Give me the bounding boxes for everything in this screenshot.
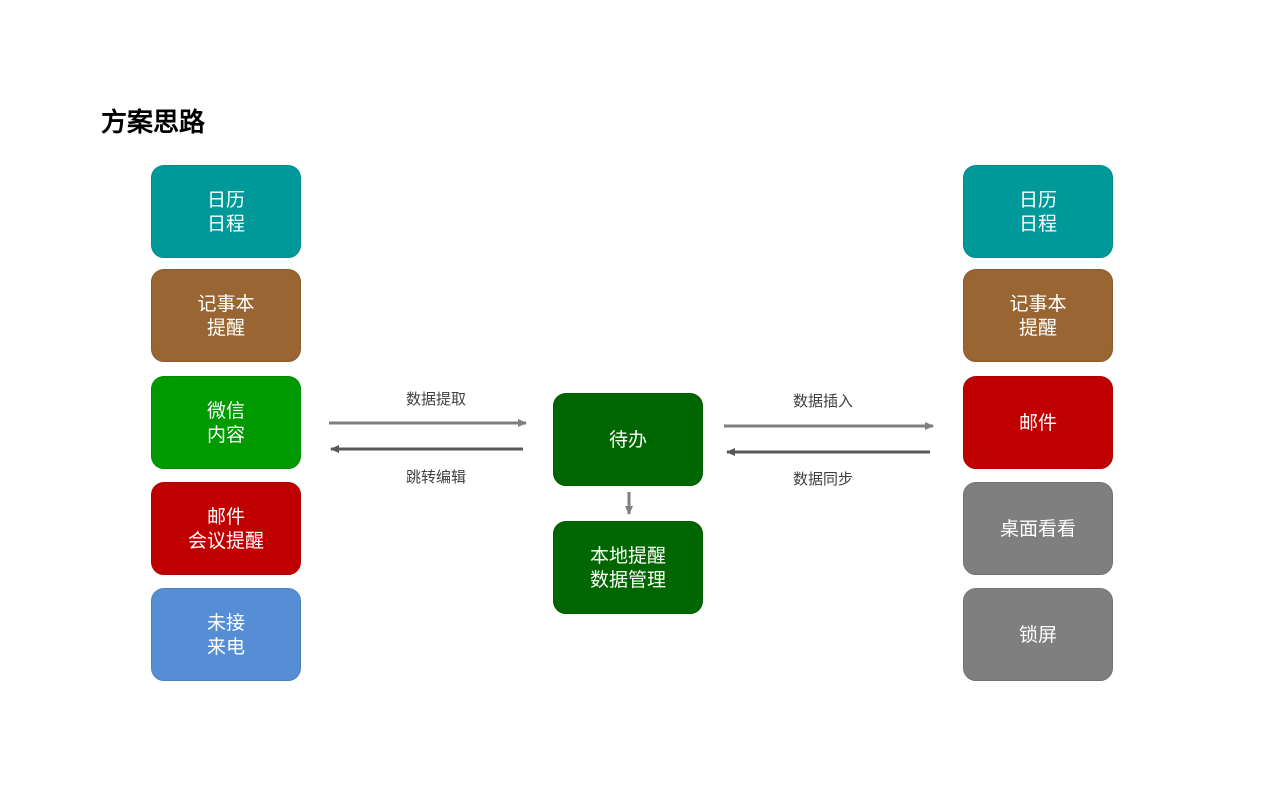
box-label-line: 待办 bbox=[608, 428, 647, 451]
right-box-calendar[interactable]: 日历日程 bbox=[963, 165, 1113, 258]
box-label-line: 锁屏 bbox=[1018, 623, 1057, 646]
arrow-label-jump-edit: 跳转编辑 bbox=[406, 468, 467, 486]
box-label-line: 来电 bbox=[206, 635, 245, 658]
box-label-line: 未接 bbox=[206, 611, 245, 634]
page-title: 方案思路 bbox=[101, 108, 206, 138]
box-label-line: 邮件 bbox=[206, 505, 245, 528]
left-box-notebook[interactable]: 记事本提醒 bbox=[151, 269, 301, 362]
right-box-mail[interactable]: 邮件 bbox=[963, 376, 1113, 469]
left-box-missed-call[interactable]: 未接来电 bbox=[151, 588, 301, 681]
box-label-line: 提醒 bbox=[1018, 316, 1057, 339]
box-label-line: 微信 bbox=[206, 399, 245, 422]
left-box-calendar[interactable]: 日历日程 bbox=[151, 165, 301, 258]
box-label-line: 日程 bbox=[206, 212, 245, 235]
arrow-label-extract: 数据提取 bbox=[406, 390, 467, 408]
box-label-line: 会议提醒 bbox=[187, 529, 264, 552]
box-label-line: 数据管理 bbox=[589, 568, 666, 591]
arrow-label-sync: 数据同步 bbox=[793, 470, 854, 488]
box-label-line: 提醒 bbox=[206, 316, 245, 339]
left-box-wechat[interactable]: 微信内容 bbox=[151, 376, 301, 469]
center-box-todo[interactable]: 待办 bbox=[553, 393, 703, 486]
center-box-local-reminder[interactable]: 本地提醒数据管理 bbox=[553, 521, 703, 614]
box-label-line: 日历 bbox=[1018, 188, 1057, 211]
arrow-label-insert: 数据插入 bbox=[793, 392, 854, 410]
left-box-mail[interactable]: 邮件会议提醒 bbox=[151, 482, 301, 575]
right-box-lockscreen[interactable]: 锁屏 bbox=[963, 588, 1113, 681]
box-label-line: 内容 bbox=[206, 423, 245, 446]
box-label-line: 本地提醒 bbox=[589, 544, 666, 567]
right-box-desktop[interactable]: 桌面看看 bbox=[963, 482, 1113, 575]
box-label-line: 日历 bbox=[206, 188, 245, 211]
box-label-line: 桌面看看 bbox=[999, 517, 1076, 540]
box-label-line: 记事本 bbox=[1009, 292, 1067, 315]
box-label-line: 邮件 bbox=[1018, 411, 1057, 434]
box-label-line: 日程 bbox=[1018, 212, 1057, 235]
right-box-notebook[interactable]: 记事本提醒 bbox=[963, 269, 1113, 362]
box-label-line: 记事本 bbox=[197, 292, 255, 315]
